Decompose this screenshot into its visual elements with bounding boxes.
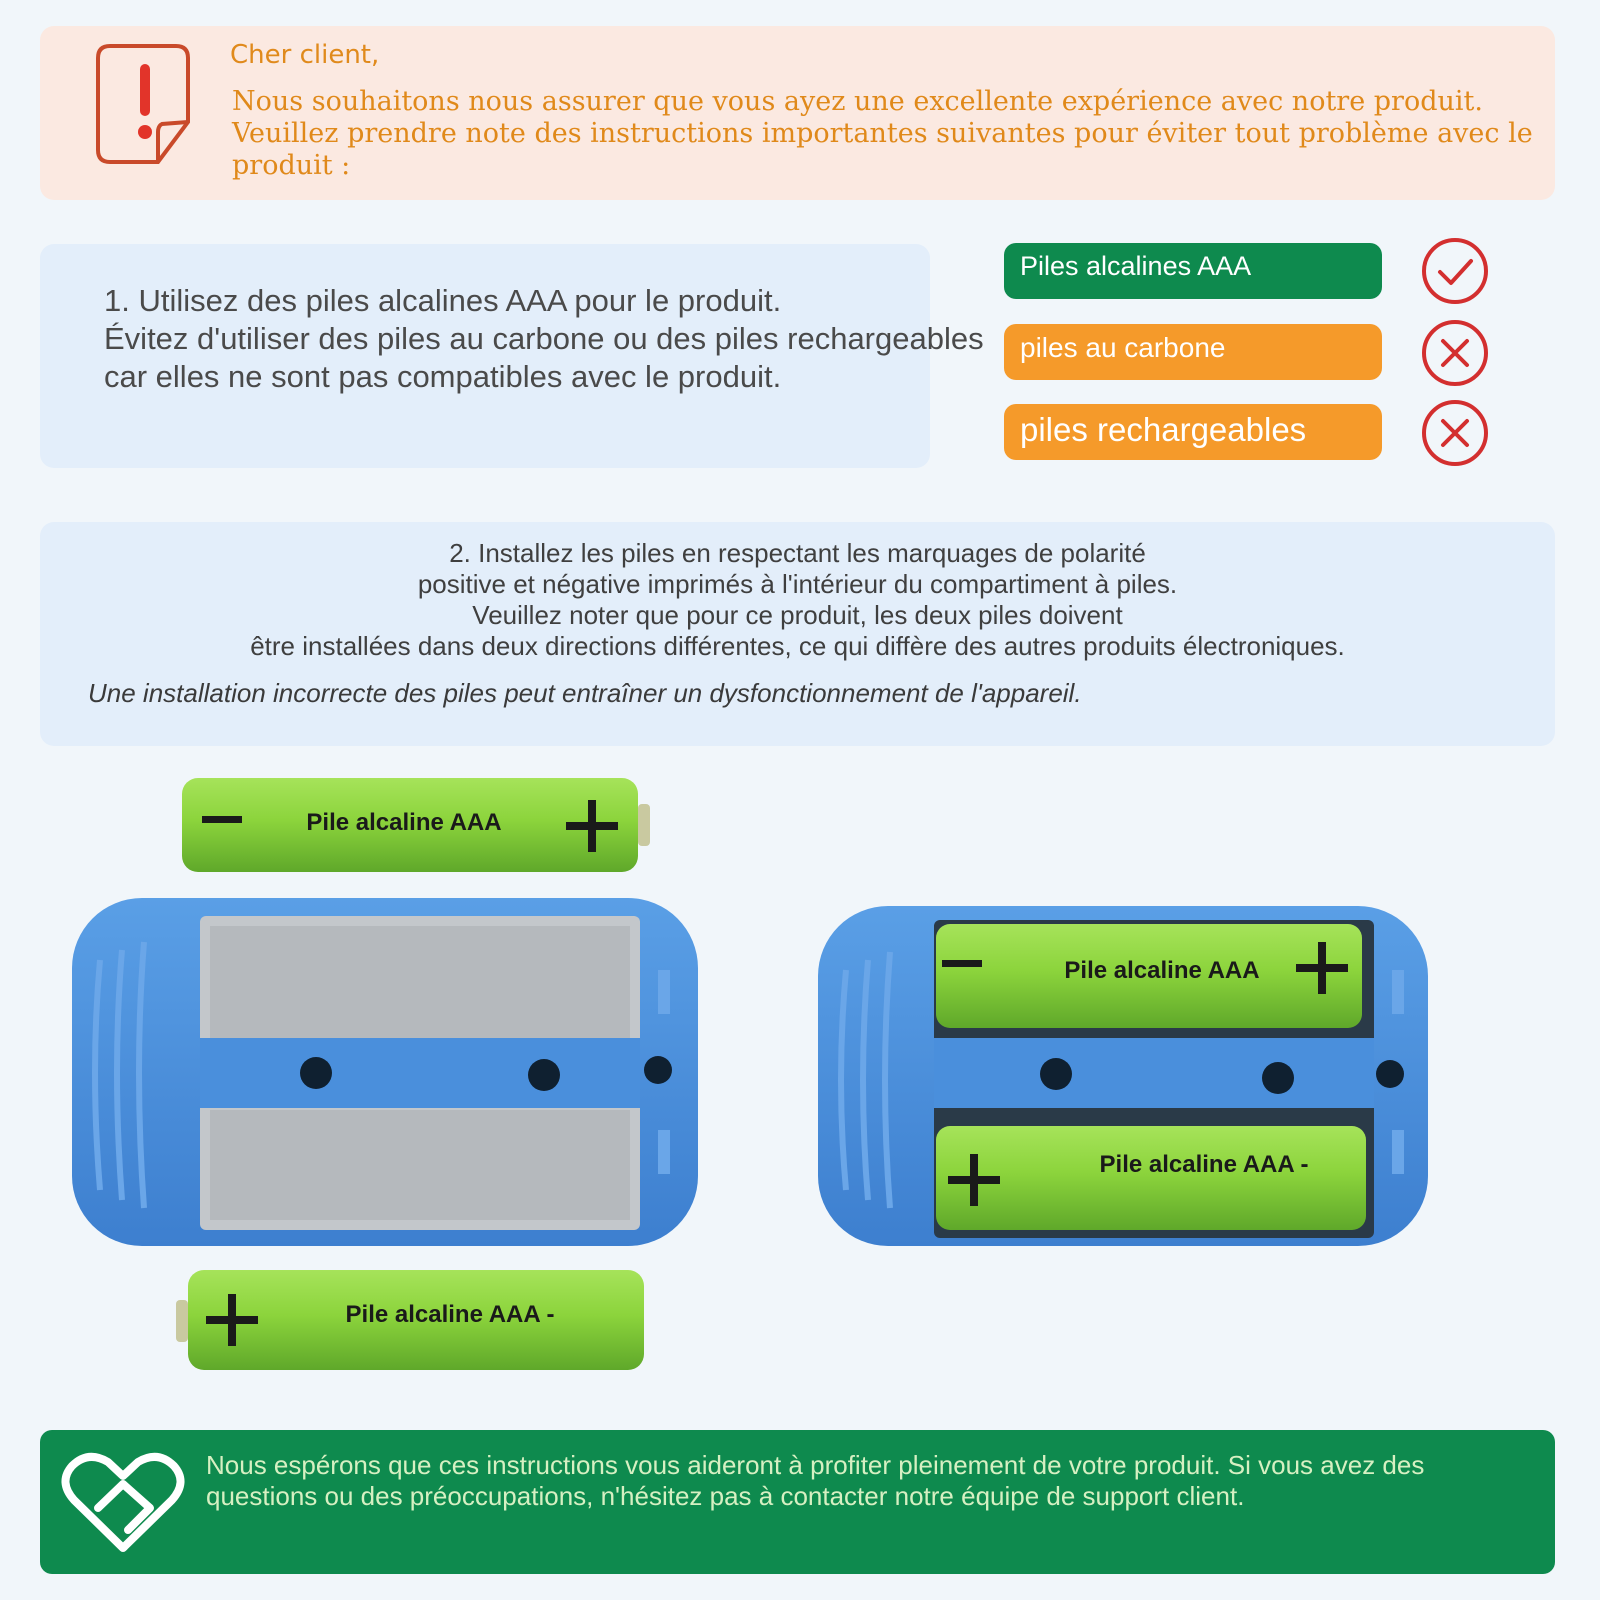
x-circle-icon: [1422, 400, 1488, 466]
battery-loose-bottom: Pile alcaline AAA -: [176, 1270, 644, 1370]
option-rechargeable-label: piles rechargeables: [1004, 404, 1382, 460]
empty-battery-case: [72, 898, 698, 1246]
heart-icon: [61, 1452, 185, 1552]
step2-line: être installées dans deux directions dif…: [250, 631, 1345, 661]
greeting: Cher client,: [230, 40, 380, 70]
check-circle-icon: [1422, 238, 1488, 304]
battery-label: Pile alcaline AAA: [306, 809, 501, 836]
step1-line2: Évitez d'utiliser des piles au carbone o…: [104, 321, 984, 394]
option-alkaline-label: Piles alcalines AAA: [1004, 243, 1382, 299]
step1-text: 1. Utilisez des piles alcalines AAA pour…: [104, 282, 1004, 396]
option-carbon-label: piles au carbone: [1004, 324, 1382, 380]
step2-text: 2. Installez les piles en respectant les…: [40, 538, 1555, 662]
x-circle-icon: [1422, 320, 1488, 386]
installed-battery-case: Pile alcaline AAA Pile alcaline AAA -: [818, 906, 1428, 1246]
battery-label: Pile alcaline AAA: [1064, 957, 1259, 984]
step1-box: [40, 244, 930, 468]
installation-warning: Une installation incorrecte des piles pe…: [88, 678, 1082, 708]
step2-box: [40, 522, 1555, 746]
step2-line: Veuillez noter que pour ce produit, les …: [472, 600, 1123, 630]
step1-line1: 1. Utilisez des piles alcalines AAA pour…: [104, 283, 782, 318]
step2-line: positive et négative imprimés à l'intéri…: [417, 569, 1178, 599]
battery-installation-illustration: Pile alcaline AAA Pile alcaline AAA -: [72, 778, 1428, 1370]
warning-box: [40, 26, 1555, 200]
footer-text: Nous espérons que ces instructions vous …: [206, 1450, 1425, 1511]
warning-text: Nous souhaitons nous assurer que vous ay…: [232, 86, 1533, 181]
step2-line: 2. Installez les piles en respectant les…: [449, 538, 1146, 568]
battery-label: Pile alcaline AAA -: [1100, 1151, 1309, 1178]
battery-label: Pile alcaline AAA -: [346, 1301, 555, 1328]
battery-loose-top: Pile alcaline AAA: [182, 778, 650, 872]
footer-banner: [40, 1430, 1555, 1574]
exclamation-note-icon: [96, 44, 190, 164]
